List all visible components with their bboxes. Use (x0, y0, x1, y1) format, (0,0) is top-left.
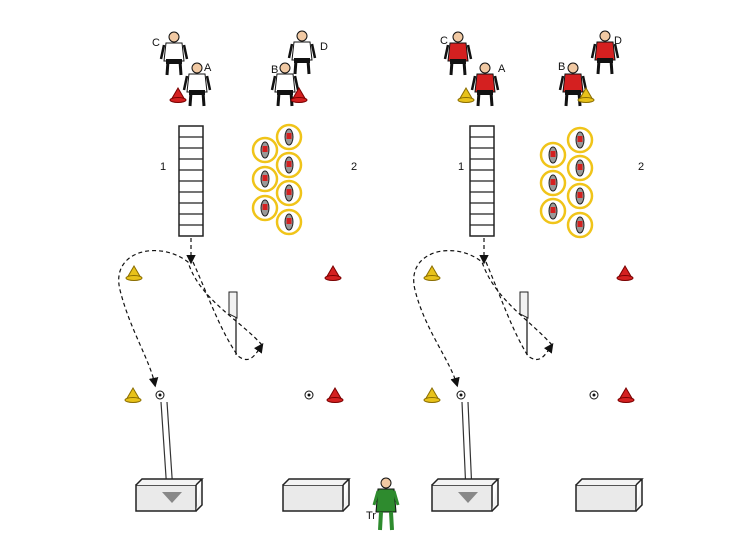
trainer-figure (372, 477, 400, 531)
ball-icon (304, 390, 314, 400)
ball-icon (155, 390, 165, 400)
shot-line (461, 401, 473, 493)
agility-ladder-icon (178, 125, 204, 237)
cone-icon (423, 387, 441, 403)
label-c-right: C (440, 35, 448, 47)
station-2-right: 2 (638, 161, 645, 173)
arrow-icon (118, 249, 263, 388)
left-panel (118, 29, 350, 512)
shot-line (160, 401, 174, 493)
cone-icon (617, 387, 635, 403)
goal-icon (282, 478, 350, 512)
label-trainer: Tr (366, 510, 376, 522)
cone-icon (169, 87, 187, 103)
player-a-right (470, 61, 500, 108)
label-b-left: B (271, 64, 279, 76)
label-a-left: A (204, 62, 212, 74)
agility-ladder-icon (469, 125, 495, 237)
station-1-right: 1 (458, 161, 465, 173)
cone-icon (423, 265, 441, 281)
arrow-icon (162, 492, 182, 503)
flag-pole-icon (519, 291, 529, 355)
label-d-right: D (614, 35, 622, 47)
cone-icon (457, 87, 475, 103)
cone-icon (125, 265, 143, 281)
ball-icon (456, 390, 466, 400)
cone-icon (326, 387, 344, 403)
arrow-icon (485, 261, 554, 361)
goal-icon (575, 478, 643, 512)
station-2-left: 2 (351, 161, 358, 173)
station-1-left: 1 (160, 161, 167, 173)
arrow-icon (458, 492, 478, 503)
ball-icon (589, 390, 599, 400)
right-panel (413, 29, 643, 512)
arrow-icon (192, 261, 264, 361)
player-c-right (443, 30, 473, 77)
flag-pole-icon (228, 291, 238, 355)
hurdle-rings-left (251, 123, 303, 236)
label-b-right: B (558, 61, 566, 73)
label-d-left: D (320, 41, 328, 53)
cone-icon (324, 265, 342, 281)
label-c-left: C (152, 37, 160, 49)
player-d-left (287, 29, 317, 76)
cone-icon (124, 387, 142, 403)
arrow-icon (413, 249, 553, 388)
hurdle-rings-right (539, 126, 594, 239)
player-c-left (159, 30, 189, 77)
label-a-right: A (498, 63, 506, 75)
cone-icon (616, 265, 634, 281)
